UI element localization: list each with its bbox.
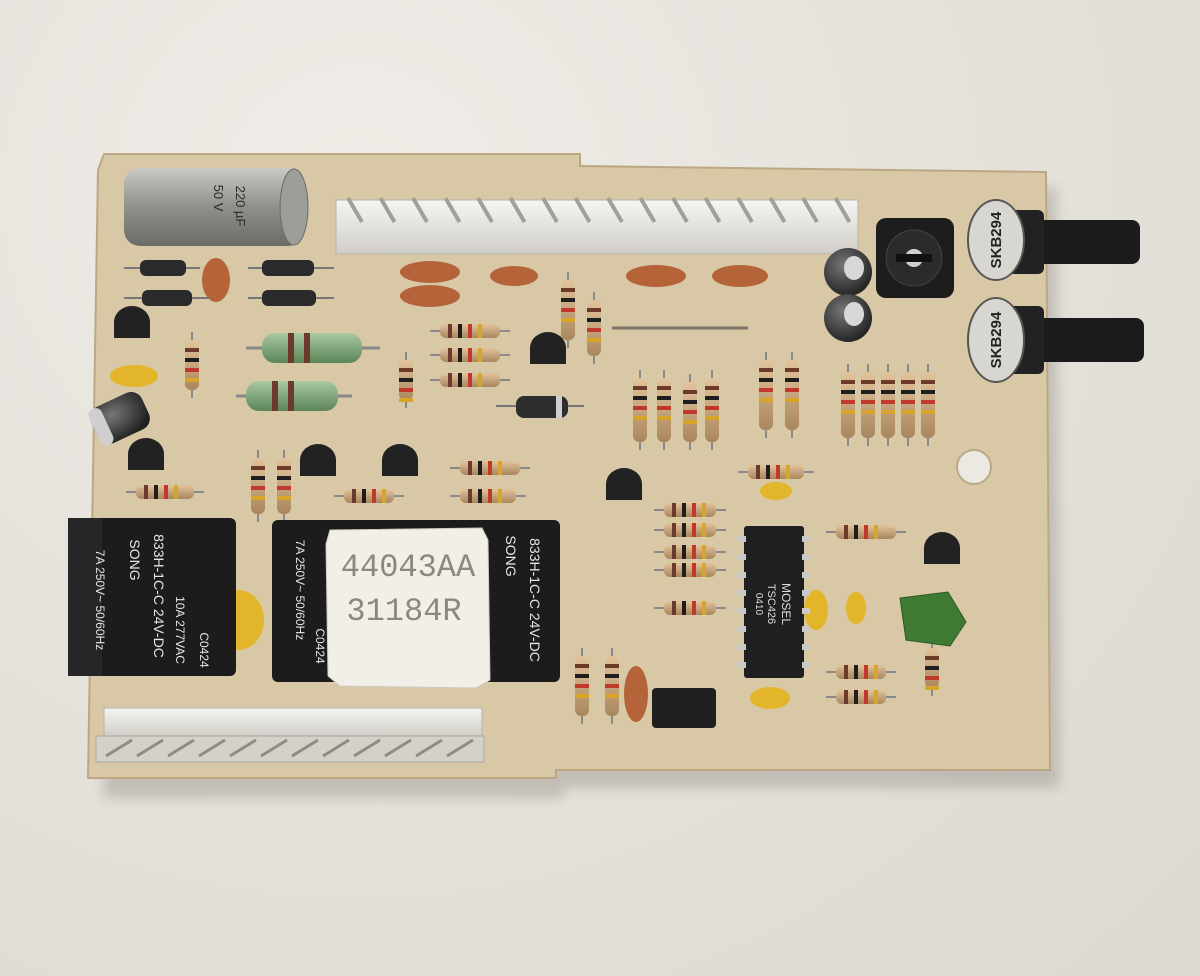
pot-top-label: SKB294 [988,211,1005,268]
resistor [251,450,265,522]
transistor [924,532,960,564]
resistor [126,485,204,499]
resistor [654,503,726,517]
relay-left-code: C0424 [197,632,211,668]
resistor [826,525,906,539]
resistor [430,324,510,338]
resistor [633,370,647,450]
resistor [654,523,726,537]
transistor [114,306,150,338]
transistors [114,306,960,564]
film-capacitor [899,591,967,647]
trimmer-potentiometer [876,218,954,298]
sticker-line-2: 31184R [346,593,461,630]
transistor [606,468,642,500]
bottom-pin-connector [95,707,485,763]
resistor [277,450,291,522]
bridge-rectifier [652,688,716,728]
resistor [657,370,671,450]
resistor [430,373,510,387]
relay-left-rating2: 10A 277VAC [173,596,187,664]
part-number-sticker: 44043AA 31184R [325,527,491,689]
resistor [450,461,530,475]
relay-left-brand: SONG [127,539,143,580]
resistor [450,489,526,503]
relay-left-rating: 7A 250V~ 50/60Hz [93,550,107,650]
potentiometer-bottom: SKB294 [967,297,1144,383]
relay-left: 7A 250V~ 50/60Hz SONG 833H-1C-C 24V-DC 1… [68,518,236,676]
resistor [185,332,199,398]
resistors [126,272,939,724]
relay-right-model: 833H-1C-C 24V-DC [527,538,543,662]
transistor [530,332,566,364]
resistor [881,364,895,446]
transistor [382,444,418,476]
mounting-hole [956,449,992,485]
resistor [826,690,896,704]
capacitor-voltage-label: 50 V [211,185,226,212]
transistor [300,444,336,476]
diodes [124,260,584,418]
resistor [738,465,814,479]
resistor [705,370,719,450]
resistor [861,364,875,446]
resistor [605,648,619,724]
resistor [587,292,601,364]
pot-bottom-label: SKB294 [988,311,1005,368]
transistor [128,438,164,470]
electrolytic-capacitor-large: 50 V 220 µF [124,168,309,246]
resistor [925,640,939,696]
top-pin-connector [335,196,859,255]
relay-right-code: C0424 [313,628,327,664]
resistor [826,665,896,679]
ic-code: 0410 [753,593,764,616]
resistor [785,352,799,438]
relay-left-model: 833H-1C-C 24V-DC [151,534,167,658]
resistor [841,364,855,446]
resistor [575,648,589,724]
resistor [399,352,413,408]
resistor [654,545,726,559]
resistor [561,272,575,348]
capacitor-value-label: 220 µF [233,186,248,227]
power-resistors [236,333,380,411]
ceramic-capacitors [202,258,768,722]
ic-chip: MOSEL TSC426 0410 [738,526,810,678]
resistor [654,601,726,615]
resistor [683,374,697,450]
resistor [901,364,915,446]
ic-part: TSC426 [765,584,777,624]
potentiometer-top: SKB294 [967,199,1140,281]
electrolytic-capacitors-small [88,248,872,446]
ic-brand: MOSEL [779,583,793,625]
resistor [759,352,773,438]
relay-right-brand: SONG [503,535,519,576]
relay-right-rating: 7A 250V~ 50/60Hz [293,540,307,640]
resistor [654,563,726,577]
sticker-line-1: 44043AA [341,549,476,586]
resistor [921,364,935,446]
resistor [430,348,510,362]
resistor [334,489,404,503]
